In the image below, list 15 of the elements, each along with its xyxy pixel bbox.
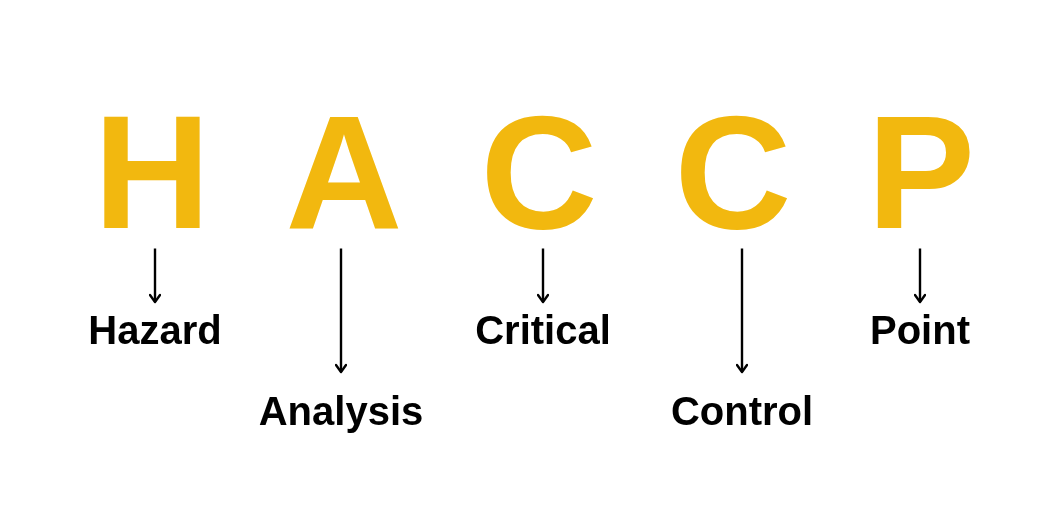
term-label: Analysis: [258, 388, 424, 434]
acronym-letter: A: [285, 111, 403, 233]
arrow: [913, 248, 927, 304]
arrow: [334, 248, 348, 374]
term-label: Point: [870, 307, 970, 353]
arrow: [536, 248, 550, 304]
term-label: Critical: [475, 307, 611, 353]
acronym-letter: H: [93, 111, 211, 233]
arrow: [735, 248, 749, 374]
arrow: [148, 248, 162, 304]
acronym-letter: C: [674, 111, 792, 233]
acronym-letter: P: [866, 111, 976, 233]
term-label: Hazard: [88, 307, 222, 353]
term-label: Control: [670, 388, 814, 434]
acronym-letter: C: [480, 111, 598, 233]
